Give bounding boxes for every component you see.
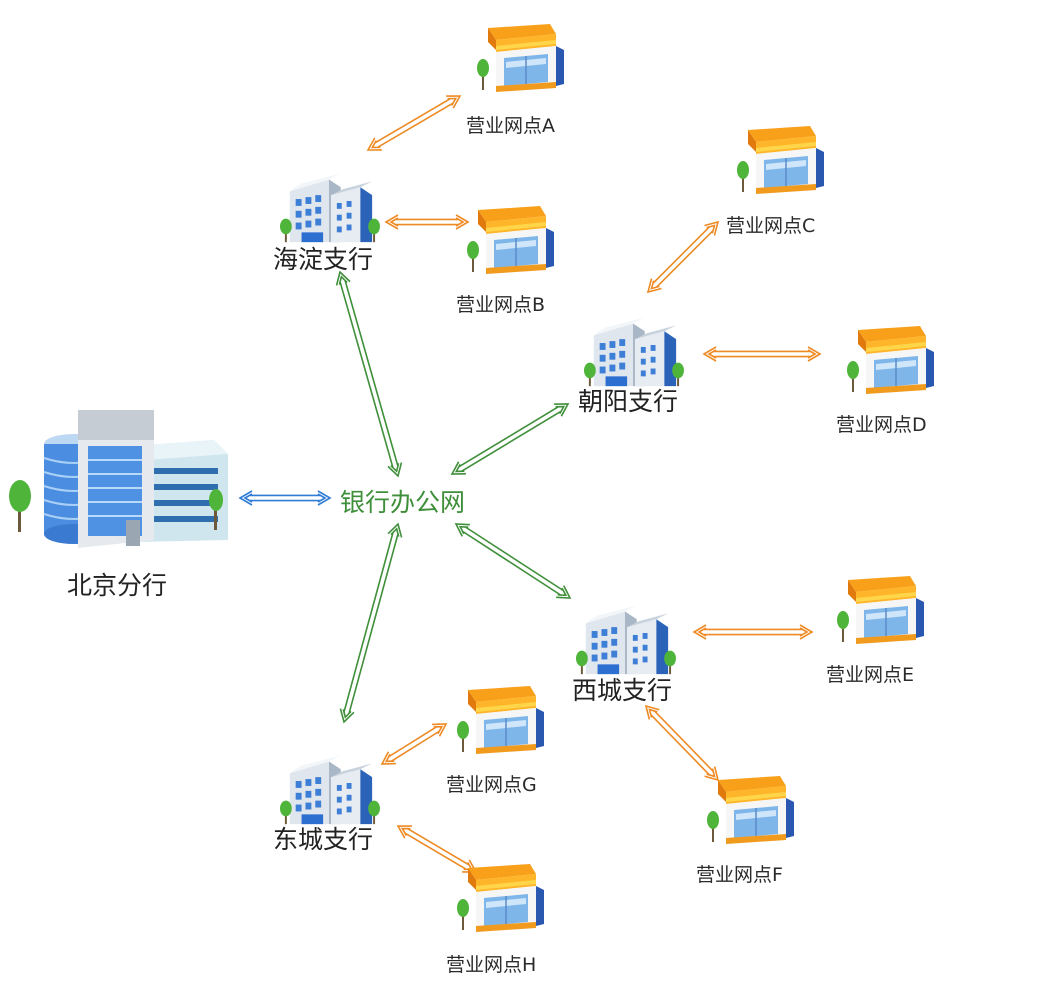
shop-icon <box>706 775 795 845</box>
branch-label-chaoyang: 朝阳支行 <box>578 387 679 416</box>
link-haidian-outlet-a <box>366 95 462 151</box>
link-chaoyang-outlet-d <box>702 346 822 362</box>
branch-label-dongcheng: 东城支行 <box>273 825 374 854</box>
office-tower-icon <box>8 409 229 549</box>
link-hq-hub <box>238 490 332 506</box>
bank-building-icon <box>280 173 380 243</box>
outlet-label-b: 营业网点B <box>456 294 546 316</box>
outlet-label-h: 营业网点H <box>446 954 537 976</box>
hq-label: 北京分行 <box>67 571 168 600</box>
branch-label-haidian: 海淀支行 <box>273 245 374 274</box>
bank-building-icon <box>576 605 676 675</box>
outlet-label-g: 营业网点G <box>446 774 537 796</box>
hub-label: 银行办公网 <box>340 488 466 517</box>
outlet-label-d: 营业网点D <box>836 414 927 436</box>
shop-icon <box>456 863 545 933</box>
link-hub-xicheng <box>454 523 572 599</box>
shop-icon <box>836 575 925 645</box>
link-haidian-outlet-b <box>384 214 470 230</box>
shop-icon <box>736 125 825 195</box>
outlet-label-c: 营业网点C <box>726 215 816 237</box>
shop-icon <box>466 205 555 275</box>
link-xicheng-outlet-f <box>644 704 720 782</box>
link-dongcheng-outlet-h <box>396 825 478 873</box>
outlet-label-f: 营业网点F <box>696 864 783 886</box>
bank-building-icon <box>584 317 684 387</box>
link-xicheng-outlet-e <box>692 624 814 640</box>
link-dongcheng-outlet-g <box>380 723 448 765</box>
branch-label-xicheng: 西城支行 <box>572 676 673 705</box>
bank-building-icon <box>280 755 380 825</box>
outlet-label-e: 营业网点E <box>826 664 915 686</box>
shop-icon <box>846 325 935 395</box>
link-hub-chaoyang <box>450 403 570 475</box>
link-chaoyang-outlet-c <box>646 220 720 294</box>
shop-icon <box>456 685 545 755</box>
shop-icon <box>476 23 565 93</box>
link-hub-haidian <box>335 270 403 478</box>
outlet-label-a: 营业网点A <box>466 115 555 137</box>
link-hub-dongcheng <box>339 522 403 724</box>
